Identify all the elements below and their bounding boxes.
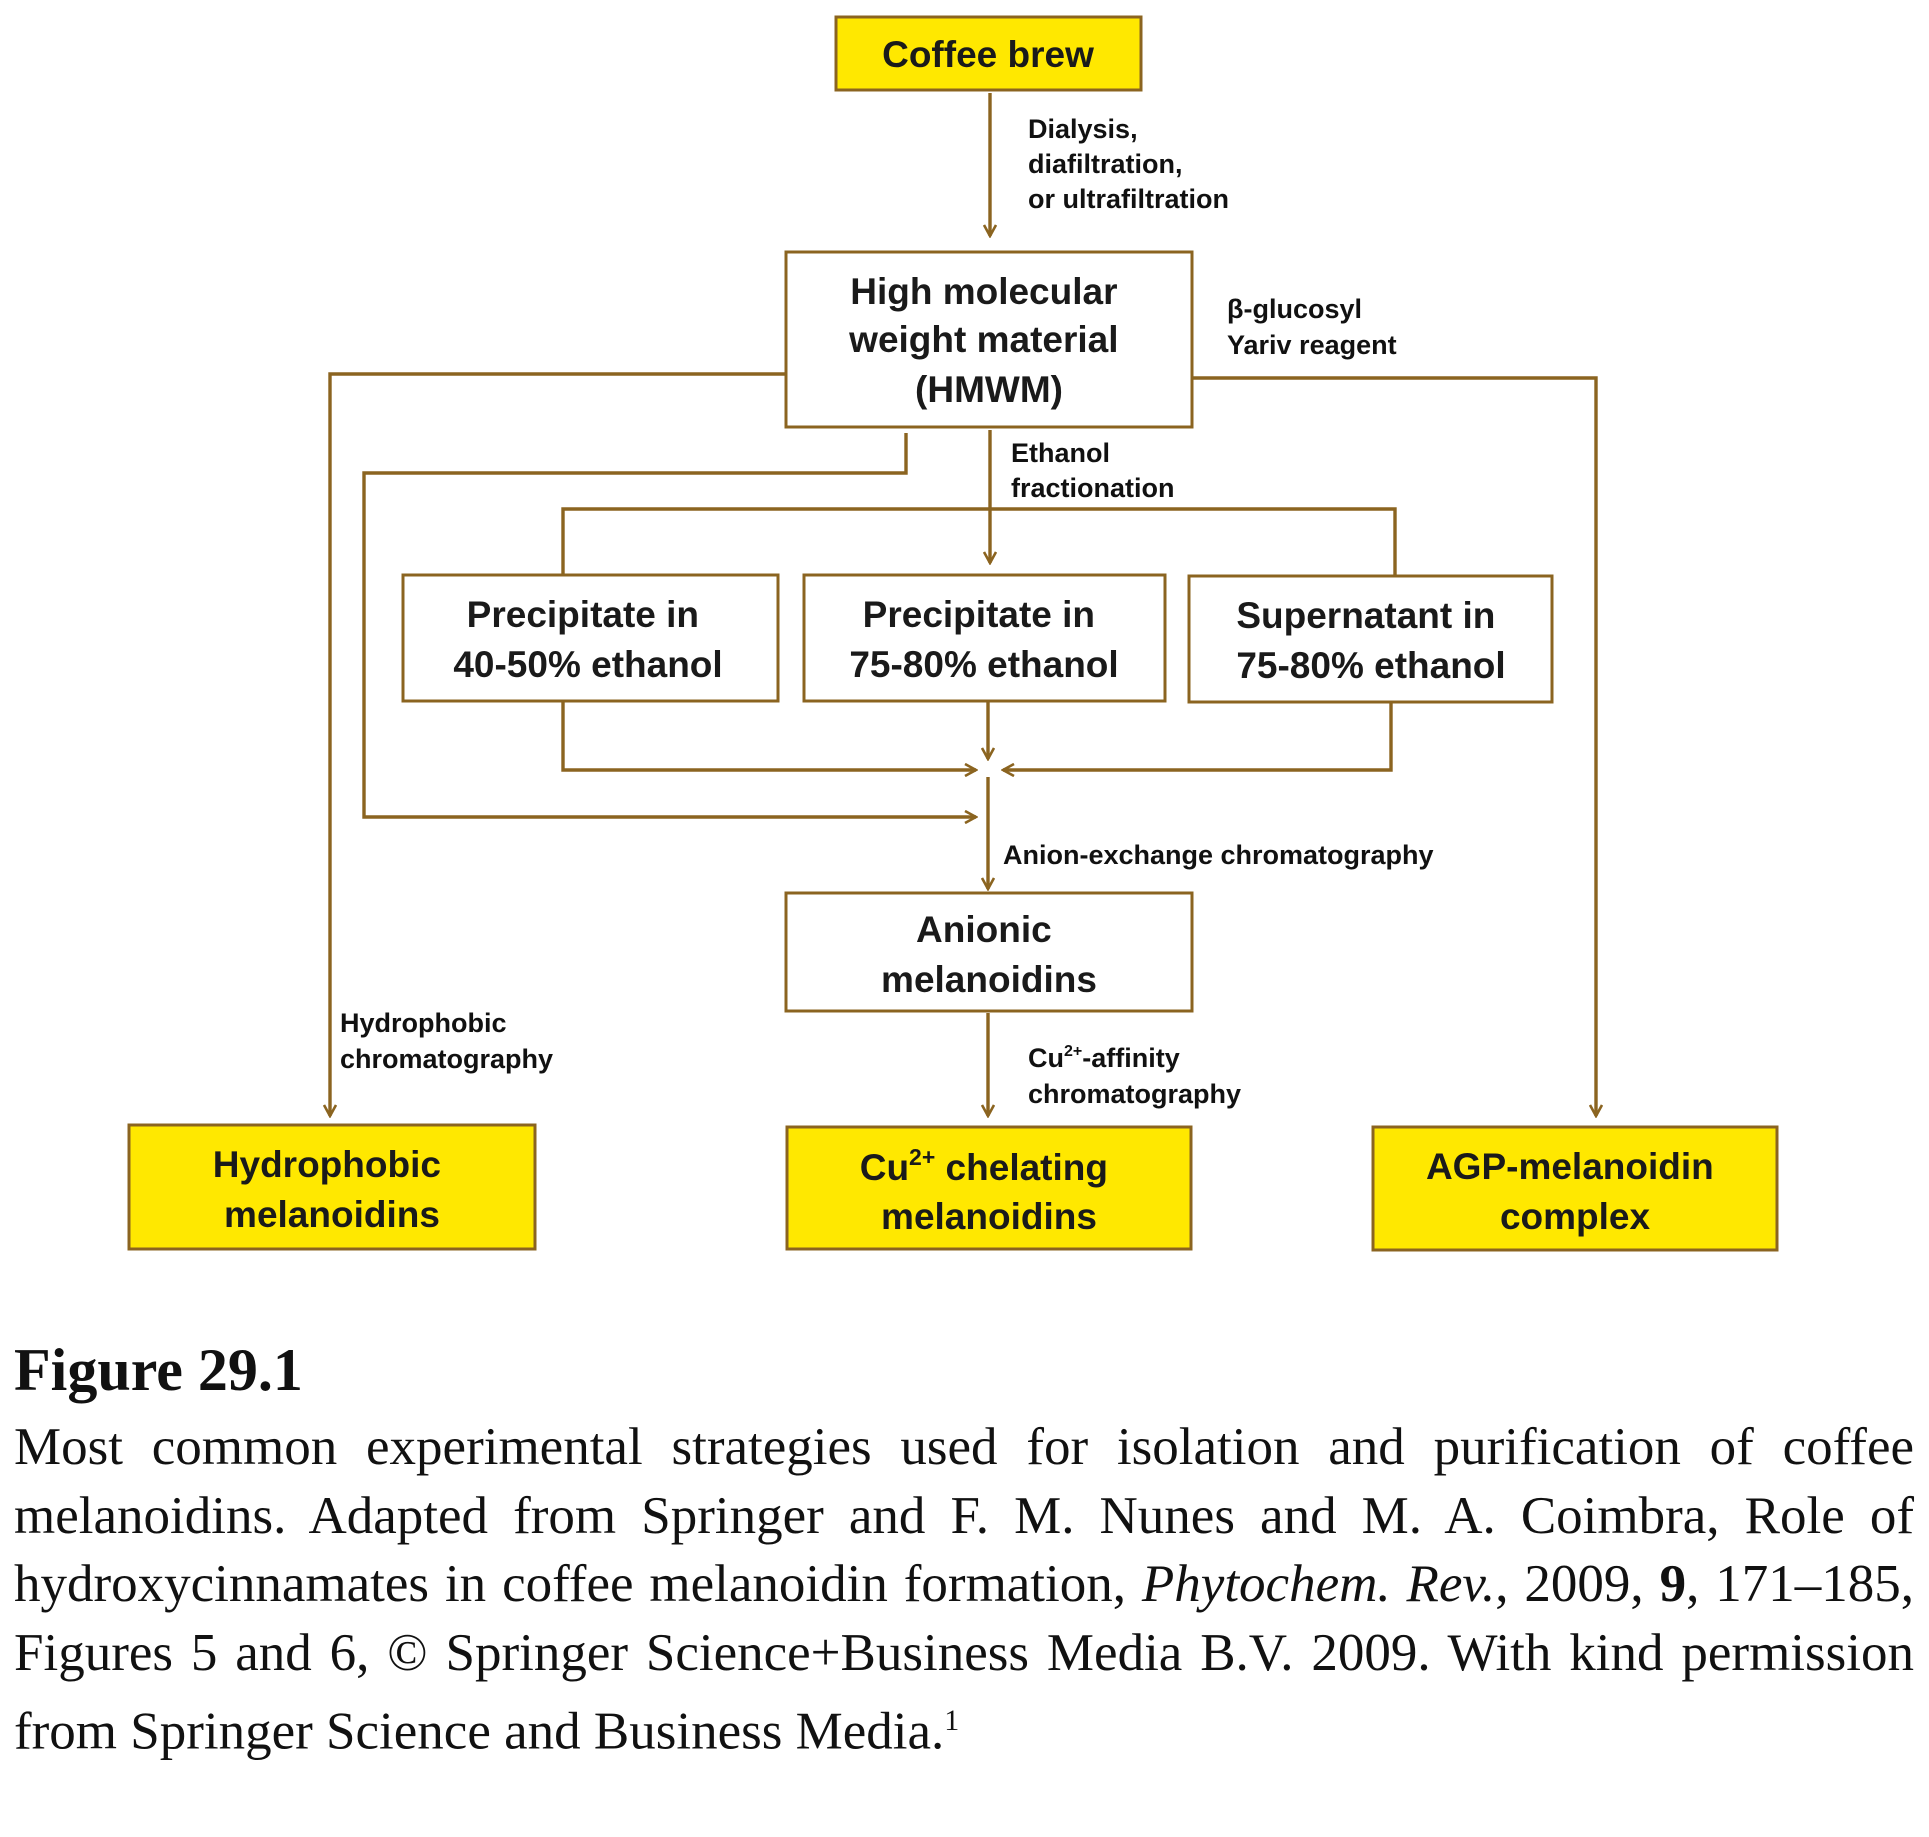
node-precipitate-40-50-label: Precipitate in 40-50% ethanol — [453, 594, 722, 685]
node-cu-chelating-melanoidins: Cu2+ chelating melanoidins — [785, 1125, 1193, 1251]
line-ethanol-bar — [561, 507, 1397, 576]
label-hydrophobic-chromatography: Hydrophobic chromatography — [340, 1008, 553, 1074]
node-coffee-brew: Coffee brew — [834, 15, 1143, 92]
arrow-supernatant-to-merge — [1003, 702, 1393, 770]
arrow-hmwm-bypass-to-anion — [362, 433, 976, 817]
label-yariv-reagent: β-glucosyl Yariv reagent — [1227, 294, 1397, 360]
caption-footnote-marker: 1 — [944, 1704, 960, 1737]
node-hmwm-label: High molecular weight material (HMWM) — [848, 271, 1129, 410]
caption-text-part: , 2009, — [1495, 1555, 1660, 1613]
caption-journal: Phytochem. Rev. — [1141, 1555, 1496, 1613]
node-anionic-label: Anionic melanoidins — [881, 909, 1097, 1000]
node-agp-label: AGP-melanoidin complex — [1426, 1146, 1724, 1237]
node-anionic-melanoidins: Anionic melanoidins — [784, 891, 1194, 1013]
caption-text-part: , 171–185, Figures 5 and 6, © Springer S… — [14, 1555, 1915, 1761]
node-precipitate-75-80: Precipitate in 75-80% ethanol — [802, 573, 1167, 703]
label-ethanol-fractionation: Ethanol fractionation — [1011, 438, 1175, 503]
arrow-hmwm-to-agp — [1193, 376, 1596, 1116]
node-hydrophobic-label: Hydrophobic melanoidins — [213, 1144, 451, 1235]
arrow-hmwm-to-hydrophobic — [330, 372, 785, 1116]
node-hydrophobic-melanoidins: Hydrophobic melanoidins — [127, 1123, 537, 1251]
label-cu-affinity-chromatography: Cu2+-affinity chromatography — [1028, 1043, 1241, 1109]
node-supernatant-label: Supernatant in 75-80% ethanol — [1236, 595, 1505, 686]
figure-caption: Figure 29.1 Most common experimental str… — [14, 1335, 1914, 1766]
node-agp-melanoidin-complex: AGP-melanoidin complex — [1371, 1125, 1779, 1252]
flowchart: Coffee brew High molecular weight materi… — [127, 15, 1779, 1252]
label-dialysis: Dialysis, diafiltration, or ultrafiltrat… — [1028, 114, 1229, 214]
node-precipitate-40-50: Precipitate in 40-50% ethanol — [401, 573, 780, 703]
node-precipitate-75-80-label: Precipitate in 75-80% ethanol — [849, 594, 1118, 685]
label-anion-exchange: Anion-exchange chromatography — [1003, 840, 1434, 870]
arrow-precip-40-to-merge — [561, 702, 976, 770]
node-cu-chelating-label: Cu2+ chelating melanoidins — [860, 1144, 1119, 1237]
caption-volume: 9 — [1659, 1555, 1687, 1613]
figure-title: Figure 29.1 — [14, 1337, 303, 1403]
figure-caption-text: Most common experimental strategies used… — [14, 1413, 1914, 1766]
node-hmwm: High molecular weight material (HMWM) — [784, 250, 1194, 429]
node-supernatant-75-80: Supernatant in 75-80% ethanol — [1187, 574, 1554, 704]
caption-text-part: Most common experimental strategies used… — [14, 1418, 1914, 1613]
node-coffee-brew-label: Coffee brew — [882, 34, 1094, 75]
